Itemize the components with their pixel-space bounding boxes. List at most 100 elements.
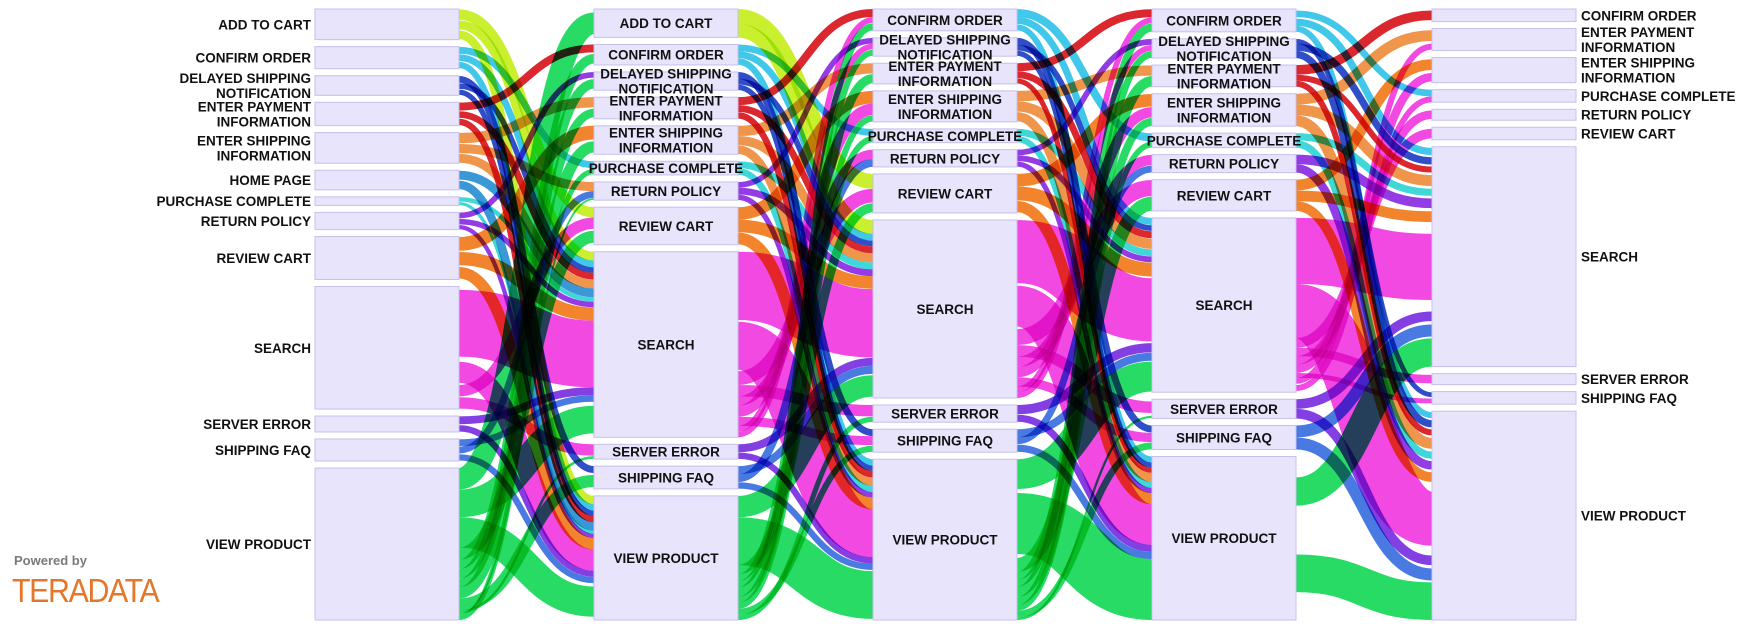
node-s2-faq[interactable]: SHIPPING FAQ xyxy=(872,428,1018,453)
node-s3-review[interactable]: REVIEW CART xyxy=(1151,179,1297,212)
node-s2-view[interactable]: VIEW PRODUCT xyxy=(872,458,1018,621)
node-box[interactable] xyxy=(872,149,1018,168)
node-box[interactable] xyxy=(593,251,739,438)
link-view-product-to-server-error[interactable] xyxy=(1016,415,1153,620)
node-box[interactable] xyxy=(593,495,739,621)
link-view-product-to-search[interactable] xyxy=(736,375,875,518)
node-box[interactable] xyxy=(1151,38,1297,59)
link-search-to-enter-payment-information[interactable] xyxy=(1295,43,1433,384)
node-s3-confirm[interactable]: CONFIRM ORDER xyxy=(1151,8,1297,33)
node-s1-purchase[interactable]: PURCHASE COMPLETE xyxy=(589,160,744,176)
node-box[interactable] xyxy=(872,219,1018,399)
link-search-to-confirm-order[interactable] xyxy=(1016,17,1153,393)
node-s4-review[interactable]: REVIEW CART xyxy=(1431,127,1676,142)
link-view-product-to-search[interactable] xyxy=(458,405,595,518)
node-box[interactable] xyxy=(593,443,739,460)
node-box[interactable] xyxy=(593,71,739,91)
node-s3-purchase[interactable]: PURCHASE COMPLETE xyxy=(1147,132,1302,149)
node-box[interactable] xyxy=(1151,179,1297,212)
node-box[interactable] xyxy=(314,285,460,410)
node-box[interactable] xyxy=(593,465,739,490)
node-s1-confirm[interactable]: CONFIRM ORDER xyxy=(593,43,739,66)
node-s4-return[interactable]: RETURN POLICY xyxy=(1431,108,1691,123)
node-box[interactable] xyxy=(593,160,739,176)
node-s0-add[interactable]: ADD TO CART xyxy=(218,8,460,41)
node-box[interactable] xyxy=(872,128,1018,144)
node-box[interactable] xyxy=(314,415,460,433)
node-box[interactable] xyxy=(1151,8,1297,33)
node-s1-add[interactable]: ADD TO CART xyxy=(593,8,739,38)
node-box[interactable] xyxy=(314,101,460,127)
node-box[interactable] xyxy=(593,8,739,38)
link-shipping-faq-to-view-product[interactable] xyxy=(1016,444,1153,560)
node-s3-faq[interactable]: SHIPPING FAQ xyxy=(1151,424,1297,450)
link-shipping-faq-to-view-product[interactable] xyxy=(1295,437,1433,581)
node-s1-view[interactable]: VIEW PRODUCT xyxy=(593,495,739,621)
node-s0-purchase[interactable]: PURCHASE COMPLETE xyxy=(156,194,460,209)
node-s2-server[interactable]: SERVER ERROR xyxy=(872,404,1018,423)
node-s1-server[interactable]: SERVER ERROR xyxy=(593,443,739,460)
link-shipping-faq-to-search[interactable] xyxy=(1295,324,1433,438)
node-box[interactable] xyxy=(872,428,1018,453)
node-box[interactable] xyxy=(872,458,1018,621)
node-s2-return[interactable]: RETURN POLICY xyxy=(872,149,1018,168)
link-view-product-to-add-to-cart[interactable] xyxy=(456,12,597,490)
node-box[interactable] xyxy=(593,206,739,246)
node-box[interactable] xyxy=(314,132,460,164)
link-enter-shipping-information-to-search[interactable] xyxy=(1016,101,1153,249)
node-s4-server[interactable]: SERVER ERROR xyxy=(1431,372,1689,387)
node-box[interactable] xyxy=(872,37,1018,57)
link-view-product-to-view-product[interactable] xyxy=(736,517,875,619)
node-s2-confirm[interactable]: CONFIRM ORDER xyxy=(872,8,1018,32)
node-s2-purchase[interactable]: PURCHASE COMPLETE xyxy=(868,128,1023,144)
node-box[interactable] xyxy=(593,125,739,155)
link-view-product-to-shipping-faq[interactable] xyxy=(737,445,874,615)
link-view-product-to-search[interactable] xyxy=(1294,338,1434,506)
node-s0-view[interactable]: VIEW PRODUCT xyxy=(206,467,460,621)
node-box[interactable] xyxy=(1151,132,1297,149)
node-box[interactable] xyxy=(872,404,1018,423)
link-search-to-enter-shipping-information[interactable] xyxy=(1016,107,1153,378)
node-s3-search[interactable]: SEARCH xyxy=(1151,217,1297,393)
link-view-product-to-purchase-complete[interactable] xyxy=(1016,141,1153,611)
link-view-product-to-view-product[interactable] xyxy=(1015,493,1154,621)
node-s2-review[interactable]: REVIEW CART xyxy=(872,173,1018,214)
node-box[interactable] xyxy=(314,236,460,280)
node-box[interactable] xyxy=(1431,8,1577,23)
link-enter-shipping-information-to-enter-payment-information[interactable] xyxy=(1295,30,1433,105)
node-box[interactable] xyxy=(1431,108,1577,121)
link-view-product-to-purchase-complete[interactable] xyxy=(737,136,874,609)
node-s4-purchase[interactable]: PURCHASE COMPLETE xyxy=(1431,89,1736,104)
link-search-to-delayed-shipping-notification[interactable] xyxy=(737,43,874,438)
node-box[interactable] xyxy=(872,173,1018,214)
link-enter-payment-information-to-confirm-order[interactable] xyxy=(737,9,874,106)
link-view-product-to-view-product[interactable] xyxy=(1295,554,1433,621)
link-enter-shipping-information-to-search[interactable] xyxy=(737,136,874,263)
link-server-error-to-search[interactable] xyxy=(1295,311,1433,409)
node-s3-server[interactable]: SERVER ERROR xyxy=(1151,398,1297,419)
node-box[interactable] xyxy=(1151,217,1297,393)
node-s1-return[interactable]: RETURN POLICY xyxy=(593,181,739,201)
node-box[interactable] xyxy=(593,43,739,66)
node-s0-confirm[interactable]: CONFIRM ORDER xyxy=(196,46,460,70)
link-search-to-server-error[interactable] xyxy=(458,397,595,456)
node-s3-return[interactable]: RETURN POLICY xyxy=(1151,154,1297,174)
link-search-to-purchase-complete[interactable] xyxy=(1295,96,1433,391)
node-box[interactable] xyxy=(1431,57,1577,84)
link-view-product-to-server-error[interactable] xyxy=(737,416,874,621)
node-box[interactable] xyxy=(1431,146,1577,368)
node-box[interactable] xyxy=(1151,455,1297,621)
link-search-to-enter-shipping-information[interactable] xyxy=(736,103,875,417)
node-box[interactable] xyxy=(1431,373,1577,386)
node-box[interactable] xyxy=(314,467,460,621)
node-box[interactable] xyxy=(593,181,739,201)
node-box[interactable] xyxy=(314,46,460,70)
